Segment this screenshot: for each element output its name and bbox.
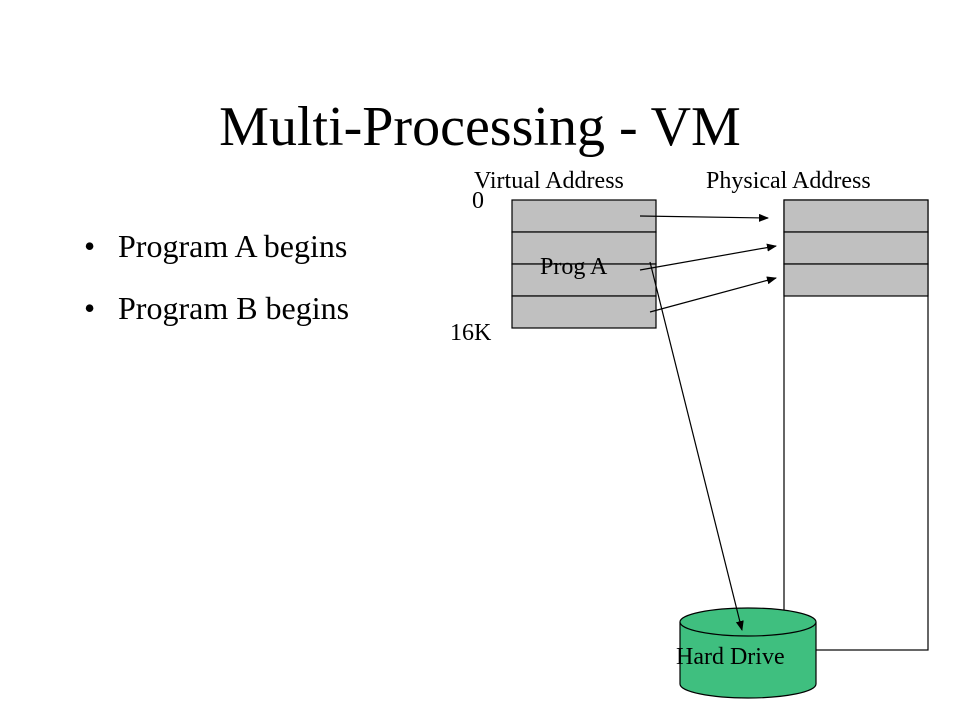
- bullet-list: • Program A begins • Program B begins: [84, 215, 349, 339]
- physical-frames: [783, 199, 929, 297]
- hard-drive-label: Hard Drive: [676, 644, 785, 670]
- bullet-item: • Program B begins: [84, 277, 349, 339]
- virtual-page: [511, 263, 657, 297]
- hard-drive-icon: [679, 607, 817, 699]
- physical-frame: [783, 231, 929, 265]
- mapping-arrows: [639, 213, 777, 631]
- virtual-address-space: [511, 199, 657, 329]
- virtual-page: [511, 199, 657, 233]
- slide-title: Multi-Processing - VM: [219, 96, 741, 158]
- bullet-text: Program A begins: [118, 228, 348, 264]
- arrow-page1-to-frame1: [639, 243, 777, 271]
- physical-frame: [783, 263, 929, 297]
- virtual-page: [511, 295, 657, 329]
- address-end-label: 16K: [450, 320, 492, 346]
- bullet-text: Program B begins: [118, 290, 350, 326]
- arrow-page3-to-frame2: [649, 276, 777, 313]
- bullet-item: • Program A begins: [84, 215, 349, 277]
- arrow-page-to-hard-drive: [649, 261, 744, 631]
- physical-frame: [783, 199, 929, 233]
- bullet-icon: •: [84, 290, 96, 326]
- physical-address-label: Physical Address: [706, 168, 871, 194]
- prog-a-label: Prog A: [540, 254, 608, 280]
- arrow-page0-to-frame0: [639, 213, 769, 222]
- bullet-icon: •: [84, 228, 96, 264]
- virtual-address-label: Virtual Address: [474, 168, 624, 194]
- address-start-label: 0: [472, 188, 484, 214]
